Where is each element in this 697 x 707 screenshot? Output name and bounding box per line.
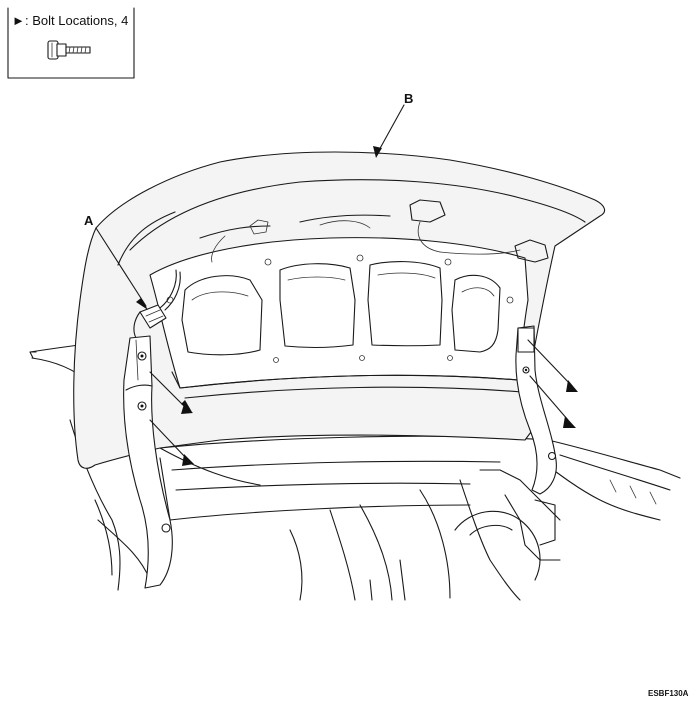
figure-code: ESBF130A: [648, 689, 689, 698]
bolt-marker-3: [527, 339, 578, 392]
connector-a: [133, 304, 167, 339]
bolt-marker-1: [149, 371, 193, 414]
callout-a-label: A: [84, 213, 94, 228]
bolt-markers: [149, 339, 578, 466]
legend-label: : Bolt Locations, 4: [25, 13, 128, 28]
legend-box: ► : Bolt Locations, 4: [7, 7, 135, 79]
callout-b-leader: [373, 104, 405, 158]
bolt-marker-4: [529, 375, 576, 428]
callout-b-label: B: [404, 91, 413, 106]
legend-frame: [7, 7, 135, 79]
trunk-lid: [73, 151, 606, 469]
bolt-icon: [47, 40, 91, 60]
right-hinge: [515, 325, 557, 495]
bolt-marker-2: [149, 419, 194, 466]
left-hinge: [123, 335, 173, 589]
legend-marker: ►: [12, 13, 25, 28]
callout-a-leader: [95, 227, 148, 310]
